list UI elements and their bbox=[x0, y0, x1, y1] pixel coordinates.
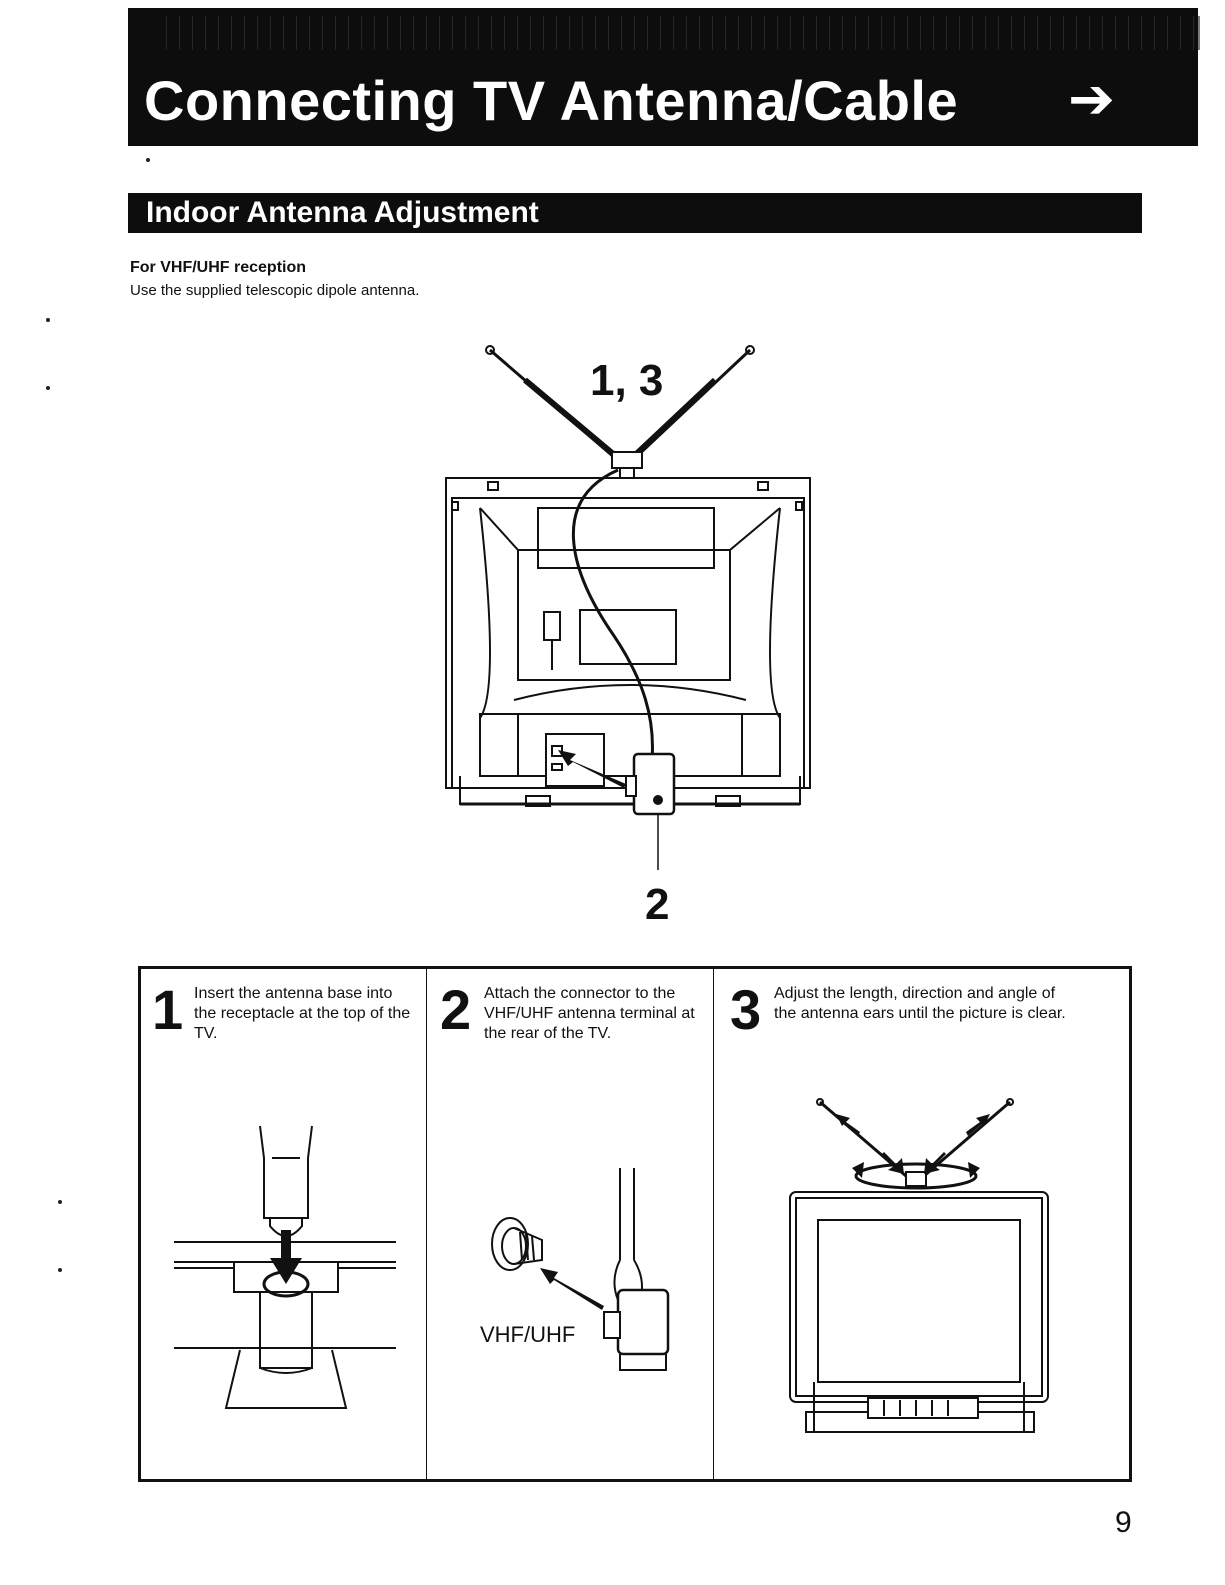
step-text-2: Attach the connector to the VHF/UHF ante… bbox=[484, 985, 695, 1042]
continue-arrow-icon: ➔ bbox=[1068, 67, 1115, 130]
section-band bbox=[128, 193, 1142, 233]
margin-dot bbox=[46, 318, 50, 322]
margin-dot bbox=[58, 1200, 62, 1204]
margin-dot bbox=[58, 1268, 62, 1272]
callout-step-2: 2 bbox=[645, 880, 670, 929]
vhf-uhf-terminal-label: VHF/UHF bbox=[480, 1322, 576, 1347]
connector-attach-illustration bbox=[491, 1168, 670, 1371]
step-text-1: Insert the antenna base into the recepta… bbox=[194, 985, 411, 1042]
page-number: 9 bbox=[1115, 1506, 1132, 1539]
step-text-3: Adjust the length, direction and angle o… bbox=[774, 985, 1066, 1022]
step-divider bbox=[426, 966, 427, 1482]
antenna-base-insertion-illustration bbox=[174, 1125, 396, 1409]
callout-steps-1-3: 1, 3 bbox=[590, 356, 664, 405]
margin-dot bbox=[146, 158, 150, 162]
intro-heading: For VHF/UHF reception bbox=[130, 259, 307, 276]
step-number-3: 3 bbox=[730, 978, 762, 1041]
step-number-2: 2 bbox=[440, 978, 472, 1041]
step-divider bbox=[713, 966, 714, 1482]
intro-text: Use the supplied telescopic dipole anten… bbox=[130, 282, 420, 299]
tv-rear-antenna-illustration bbox=[445, 345, 811, 870]
margin-dot bbox=[46, 386, 50, 390]
section-title: Indoor Antenna Adjustment bbox=[146, 196, 539, 229]
antenna-adjust-illustration bbox=[789, 1098, 1049, 1433]
steps-panel bbox=[138, 966, 1132, 1482]
step-number-1: 1 bbox=[152, 978, 184, 1041]
page-title: Connecting TV Antenna/Cable bbox=[144, 69, 959, 132]
header-decoration bbox=[160, 16, 1200, 50]
